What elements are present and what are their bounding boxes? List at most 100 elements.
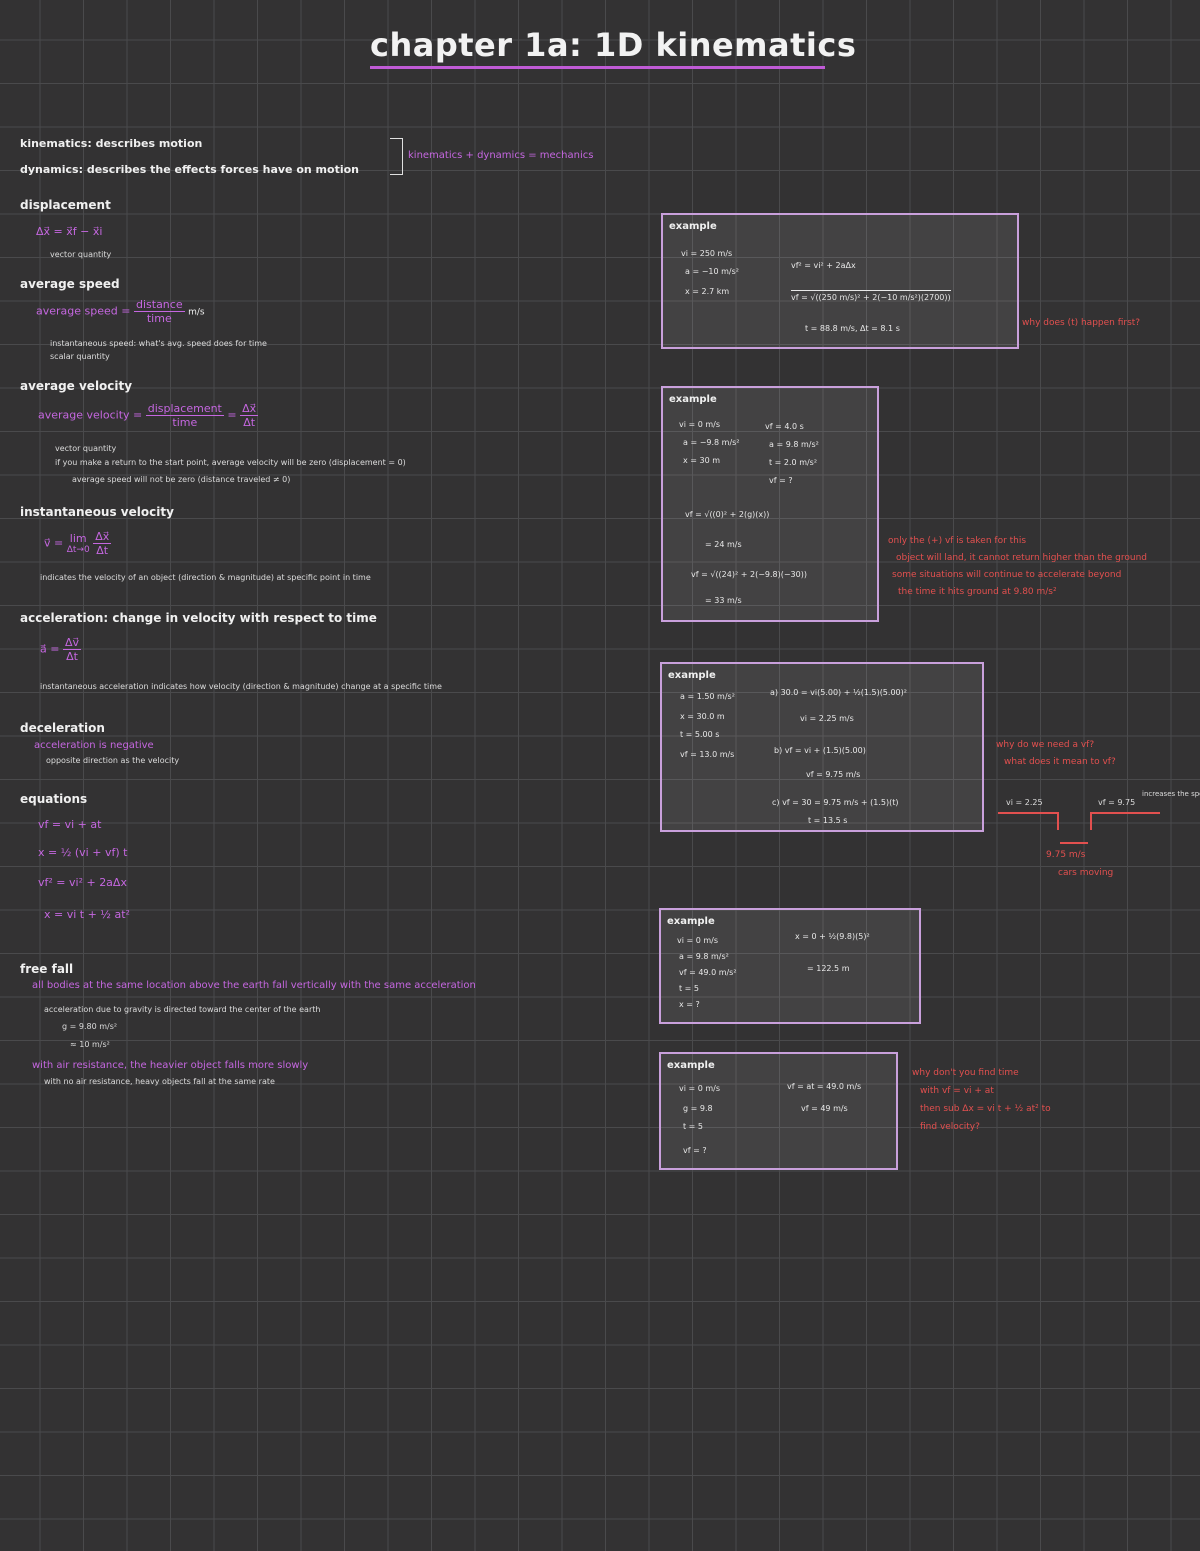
example-3-note: what does it mean to vf? bbox=[1004, 757, 1116, 767]
example-5-line: vf = at = 49.0 m/s bbox=[787, 1082, 862, 1091]
accel-lhs: a⃗ = bbox=[40, 642, 60, 656]
inst-vel-note: indicates the velocity of an object (dir… bbox=[40, 573, 371, 582]
avg-speed-note1: instantaneous speed: what's avg. speed d… bbox=[50, 339, 267, 348]
free-fall-heading: free fall bbox=[20, 962, 74, 976]
equation-4: x = vi t + ½ at² bbox=[44, 908, 130, 921]
example-1-line: a = −10 m/s² bbox=[685, 267, 739, 276]
average-speed-formula: average speed = distance time m/s bbox=[36, 298, 205, 325]
example-2-note: some situations will continue to acceler… bbox=[892, 570, 1122, 580]
example-4-line: x = 0 + ½(9.8)(5)² bbox=[795, 932, 870, 941]
inst-vel-lhs: v⃗ = bbox=[44, 536, 64, 550]
dynamics-definition: dynamics: describes the effects forces h… bbox=[20, 163, 359, 176]
avg-vel-eq: = bbox=[227, 408, 237, 422]
example-box-3: example a = 1.50 m/s² x = 30.0 m t = 5.0… bbox=[660, 662, 984, 832]
equation-3: vf² = vi² + 2aΔx bbox=[38, 876, 127, 889]
example-3-note: why do we need a vf? bbox=[996, 740, 1095, 750]
example-3-title: example bbox=[668, 670, 716, 681]
example-3-note: vi = 2.25 bbox=[1006, 798, 1043, 807]
example-1-line: vf = √((250 m/s)² + 2(−10 m/s²)(2700)) bbox=[791, 290, 951, 302]
accel-num: Δv⃗ bbox=[62, 636, 82, 650]
example-4-line: a = 9.8 m/s² bbox=[679, 952, 729, 961]
example-1-line: t = 88.8 m/s, Δt = 8.1 s bbox=[805, 324, 900, 333]
example-2-line: x = 30 m bbox=[683, 456, 721, 465]
avg-speed-num: distance bbox=[133, 298, 185, 312]
example-2-note: only the (+) vf is taken for this bbox=[888, 536, 1027, 546]
equations-heading: equations bbox=[20, 792, 88, 806]
avg-vel-den2: Δt bbox=[243, 416, 256, 429]
example-3-line: b) vf = vi + (1.5)(5.00) bbox=[774, 746, 866, 755]
example-2-line: a = 9.8 m/s² bbox=[769, 440, 819, 449]
avg-vel-lhs: average velocity = bbox=[38, 408, 143, 422]
displacement-heading: displacement bbox=[20, 198, 111, 212]
example-5-title: example bbox=[667, 1060, 715, 1071]
example-box-2: example vi = 0 m/s a = −9.8 m/s² x = 30 … bbox=[661, 386, 879, 622]
displacement-formula: Δx⃗ = x⃗f − x⃗i bbox=[36, 225, 103, 238]
example-2-line: a = −9.8 m/s² bbox=[683, 438, 740, 447]
avg-vel-note1: vector quantity bbox=[55, 444, 117, 453]
inst-vel-limit: lim Δt→0 bbox=[67, 532, 90, 555]
avg-vel-note3: average speed will not be zero (distance… bbox=[72, 475, 291, 484]
average-velocity-formula: average velocity = displacement time = Δ… bbox=[38, 402, 259, 429]
example-2-note: the time it hits ground at 9.80 m/s² bbox=[898, 587, 1057, 597]
avg-speed-unit: m/s bbox=[188, 307, 205, 318]
example-3-line: a = 1.50 m/s² bbox=[680, 692, 735, 701]
avg-speed-note2: scalar quantity bbox=[50, 352, 110, 361]
example-1-line: vf² = vi² + 2aΔx bbox=[791, 261, 856, 270]
avg-speed-den: time bbox=[146, 312, 172, 325]
example-3-note: 9.75 m/s bbox=[1046, 850, 1086, 860]
example-5-note: then sub Δx = vi t + ½ at² to bbox=[920, 1104, 1051, 1114]
example-5-line: g = 9.8 bbox=[683, 1104, 713, 1113]
deceleration-note: opposite direction as the velocity bbox=[46, 756, 180, 765]
example-3-line: vi = 2.25 m/s bbox=[800, 714, 854, 723]
average-velocity-heading: average velocity bbox=[20, 379, 133, 393]
inst-vel-fraction: Δx⃗ Δt bbox=[93, 530, 112, 557]
avg-vel-num: displacement bbox=[145, 402, 224, 416]
example-2-line: = 33 m/s bbox=[705, 596, 742, 605]
example-5-line: t = 5 bbox=[683, 1122, 704, 1131]
example-5-note: with vf = vi + at bbox=[920, 1086, 994, 1096]
example-4-line: t = 5 bbox=[679, 984, 700, 993]
displacement-note: vector quantity bbox=[50, 250, 112, 259]
inst-vel-lim-sub: Δt→0 bbox=[66, 545, 90, 555]
example-5-line: vf = 49 m/s bbox=[801, 1104, 848, 1113]
example-3-note: increases the speed bbox=[1142, 790, 1200, 798]
kinematics-definition: kinematics: describes motion bbox=[20, 137, 203, 150]
example-2-line: vf = 4.0 s bbox=[765, 422, 804, 431]
example-2-line: vi = 0 m/s bbox=[679, 420, 721, 429]
example-3-line: c) vf = 30 = 9.75 m/s + (1.5)(t) bbox=[772, 798, 899, 807]
example-5-note: find velocity? bbox=[920, 1122, 980, 1132]
example-4-line: vf = 49.0 m/s² bbox=[679, 968, 737, 977]
equation-1: vf = vi + at bbox=[38, 818, 102, 831]
page-title: chapter 1a: 1D kinematics bbox=[370, 26, 857, 64]
accel-fraction: Δv⃗ Δt bbox=[62, 636, 82, 663]
example-3-line: vf = 9.75 m/s bbox=[806, 770, 861, 779]
free-fall-note2: with no air resistance, heavy objects fa… bbox=[44, 1077, 275, 1086]
instantaneous-velocity-heading: instantaneous velocity bbox=[20, 505, 174, 519]
example-3-note: cars moving bbox=[1058, 868, 1114, 878]
avg-vel-fraction: displacement time bbox=[145, 402, 224, 429]
example-box-1: example vi = 250 m/s a = −10 m/s² x = 2.… bbox=[661, 213, 1019, 349]
example-2-line: = 24 m/s bbox=[705, 540, 742, 549]
avg-vel-num2: Δx⃗ bbox=[240, 402, 259, 416]
avg-vel-den: time bbox=[172, 416, 198, 429]
timeline-segment bbox=[998, 812, 1058, 814]
avg-speed-lhs: average speed = bbox=[36, 304, 131, 318]
accel-den: Δt bbox=[66, 650, 78, 663]
example-1-title: example bbox=[669, 221, 717, 232]
free-fall-line2: with air resistance, the heavier object … bbox=[32, 1060, 309, 1071]
example-2-line: vf = ? bbox=[769, 476, 793, 485]
example-5-line: vi = 0 m/s bbox=[679, 1084, 721, 1093]
example-box-5: example vi = 0 m/s g = 9.8 t = 5 vf = ? … bbox=[659, 1052, 898, 1170]
example-2-line: vf = √((0)² + 2(g)(x)) bbox=[685, 510, 770, 519]
acceleration-heading: acceleration: change in velocity with re… bbox=[20, 611, 377, 625]
free-fall-line1: all bodies at the same location above th… bbox=[32, 980, 476, 991]
example-1-note: why does (t) happen first? bbox=[1022, 318, 1141, 328]
inst-vel-num: Δx⃗ bbox=[93, 530, 112, 544]
example-2-note: object will land, it cannot return highe… bbox=[896, 553, 1148, 563]
free-fall-note1: acceleration due to gravity is directed … bbox=[44, 1005, 321, 1014]
example-5-note: why don't you find time bbox=[912, 1068, 1019, 1078]
inst-vel-den: Δt bbox=[96, 544, 109, 557]
example-1-line: vi = 250 m/s bbox=[681, 249, 733, 258]
timeline-segment bbox=[1090, 812, 1092, 830]
title-underline bbox=[370, 66, 825, 69]
